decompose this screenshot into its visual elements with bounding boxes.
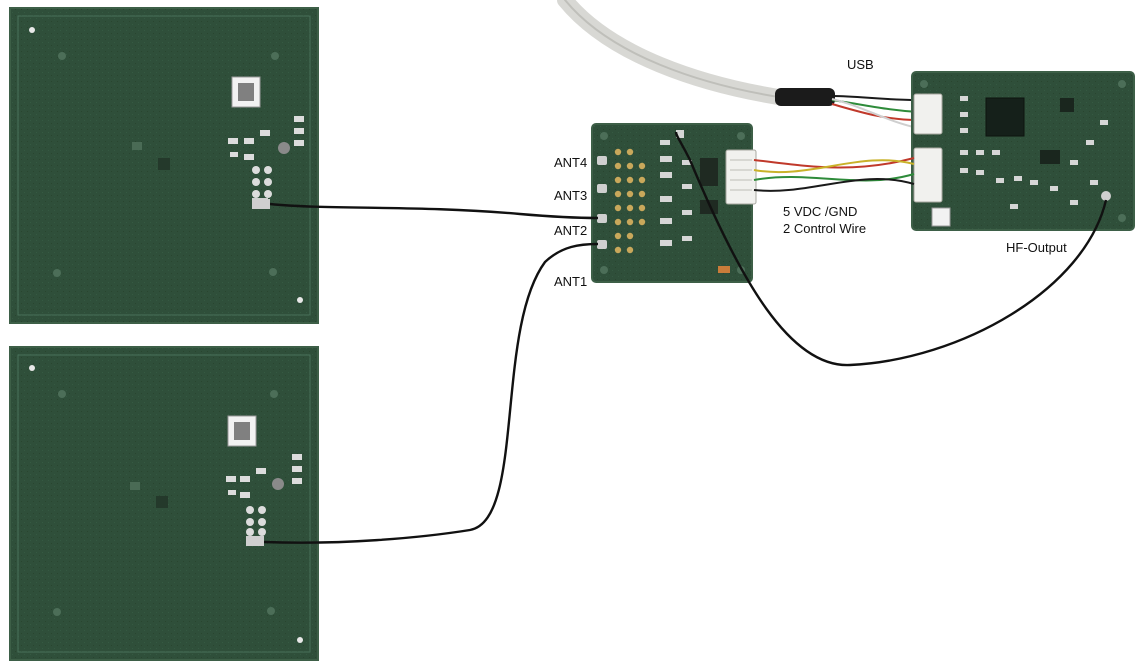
datamatrix-code-bottom bbox=[227, 415, 257, 447]
coax-ant2-top-antenna bbox=[269, 202, 599, 220]
power-control-wires bbox=[753, 157, 915, 192]
coax-ant1-bottom-antenna bbox=[263, 242, 599, 544]
multiplexer-components bbox=[660, 130, 730, 273]
reader-mcu-chip bbox=[985, 97, 1025, 137]
power-label: 5 VDC /GND bbox=[783, 204, 858, 219]
ant4-label: ANT4 bbox=[554, 155, 588, 170]
usb-wires bbox=[831, 95, 919, 129]
reader-usb-connector bbox=[913, 93, 943, 135]
ant3-label: ANT3 bbox=[554, 188, 588, 203]
usb-label: USB bbox=[847, 57, 874, 72]
datamatrix-code-reader bbox=[931, 207, 951, 227]
antenna-board-top bbox=[9, 7, 319, 324]
usb-cable bbox=[557, 0, 793, 106]
multiplexer-connector bbox=[725, 149, 757, 205]
ant2-label: ANT2 bbox=[554, 223, 588, 238]
ant1-label: ANT1 bbox=[554, 274, 588, 289]
usb-cable-shade bbox=[564, 0, 786, 99]
multiplexer-pads bbox=[614, 148, 646, 254]
usb-cable-sleeve bbox=[775, 88, 835, 106]
reader-board bbox=[911, 71, 1135, 231]
reader-multiplexer-connector bbox=[913, 147, 943, 203]
antenna-board-bottom bbox=[9, 346, 319, 661]
coax-hf-output bbox=[674, 131, 1108, 367]
multiplexer-antenna-sockets bbox=[597, 156, 607, 249]
multiplexer-board bbox=[591, 123, 757, 283]
reader-hf-socket bbox=[1101, 191, 1111, 201]
coax-cables bbox=[263, 131, 1108, 544]
control-wire-label: 2 Control Wire bbox=[783, 221, 867, 236]
hf-output-label: HF-Output bbox=[1006, 240, 1067, 255]
